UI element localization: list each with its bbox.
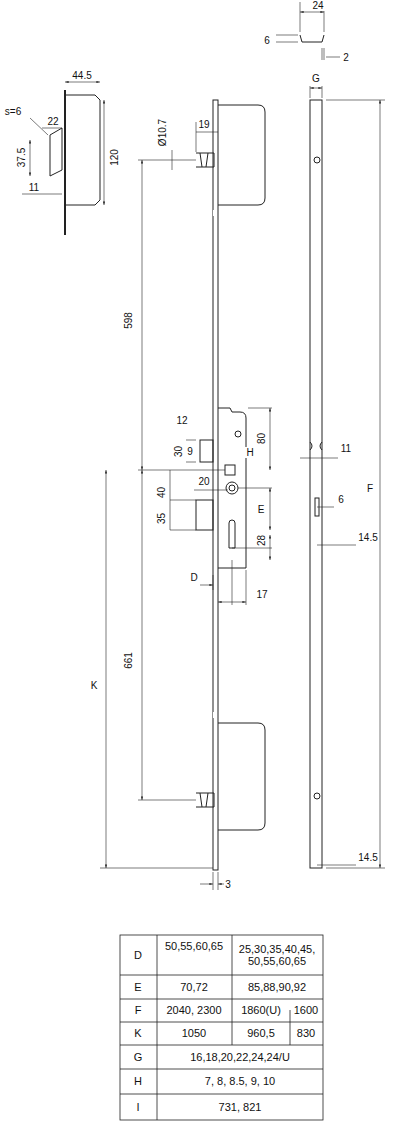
- table-cell: 960,5: [246, 1027, 276, 1039]
- dimension-label: 11: [340, 443, 352, 454]
- dimension-label: 37.5: [17, 146, 28, 167]
- dimension-label: 598: [123, 311, 134, 330]
- table-cell: E: [133, 981, 142, 993]
- table-cell: 70,72: [179, 981, 209, 993]
- table-cell: K: [133, 1027, 142, 1039]
- dimension-label: 661: [123, 651, 134, 670]
- dimension-label: 24: [311, 0, 324, 11]
- dimension-label: 19: [197, 119, 210, 130]
- table-cell: 16,18,20,22,24,24/U: [189, 1051, 291, 1063]
- table-cell: 25,30,35,40,45, 50,55,60,65: [234, 943, 320, 967]
- table-cell: 830: [296, 1027, 316, 1039]
- table-cell: 85,88,90,92: [247, 981, 307, 993]
- dimension-label: 9: [186, 446, 194, 457]
- dimension-label: 30: [174, 444, 185, 457]
- dimension-label: 28: [257, 533, 268, 546]
- table-cell: 1050: [181, 1027, 207, 1039]
- dimension-label: 14.5: [357, 532, 378, 543]
- dimension-label: 80: [257, 431, 268, 444]
- dimension-label: 20: [197, 476, 210, 487]
- table-cell: 1600: [293, 1004, 319, 1016]
- dimension-label: 11: [28, 182, 40, 193]
- table-cell: 7, 8, 8.5, 9, 10: [204, 1075, 276, 1087]
- dimension-label: D: [189, 572, 198, 583]
- table-cell: G: [133, 1051, 144, 1063]
- dimension-label: E: [257, 504, 266, 515]
- dimension-label: 14.5: [357, 852, 378, 863]
- dimension-label: 40: [157, 485, 168, 498]
- table-cell: 50,55,60,65: [164, 940, 224, 952]
- dimension-label: K: [90, 680, 99, 691]
- dimension-label: 2: [342, 52, 350, 63]
- dimension-label: G: [311, 73, 321, 84]
- dimension-label: 22: [46, 116, 59, 127]
- dimension-label: F: [366, 483, 374, 494]
- dimension-label: 35: [157, 511, 168, 524]
- table-cell: D: [133, 949, 143, 961]
- dimension-label: 120: [109, 148, 120, 167]
- dimension-label: s=6: [4, 106, 22, 117]
- dimension-label: 6: [263, 35, 271, 46]
- dimension-label: 17: [255, 589, 268, 600]
- table-cell: H: [133, 1075, 143, 1087]
- dimension-label: 3: [224, 879, 232, 890]
- dimension-label: Ø10.7: [158, 117, 169, 146]
- table-cell: 731, 821: [218, 1101, 263, 1113]
- table-cell: 2040, 2300: [165, 1004, 222, 1016]
- table-cell: F: [134, 1004, 143, 1016]
- table-cell: I: [135, 1101, 140, 1113]
- dimension-label: 12: [175, 415, 188, 426]
- dimension-label: 44.5: [71, 70, 92, 81]
- table-cell: 1860(U): [240, 1004, 282, 1016]
- dimension-label: 6: [337, 494, 345, 505]
- dimension-label: H: [245, 447, 254, 458]
